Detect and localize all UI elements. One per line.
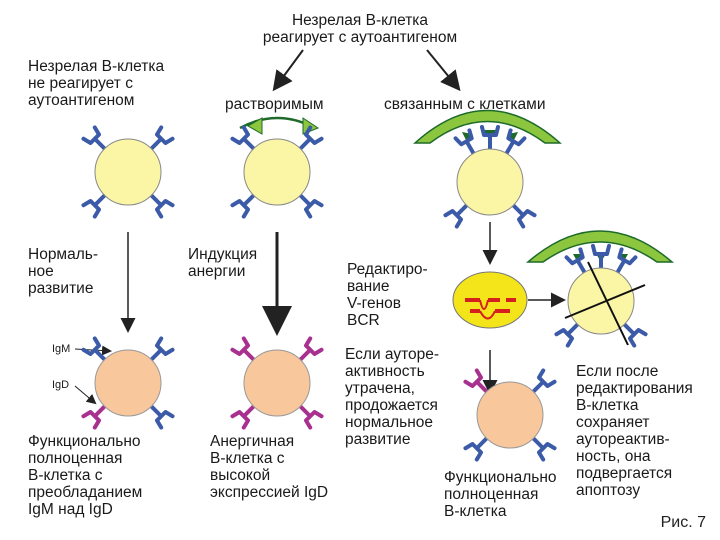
left-top-label: Незрелая B-клетка не реагирует с аутоант… [28, 58, 165, 109]
left-result-label: Функционально полноценная B-клетка с пре… [28, 433, 143, 518]
igm-label: IgM [52, 343, 71, 355]
top-right-arrow [426, 49, 461, 92]
immature-b-cell-cell-bound-antigen [413, 109, 562, 227]
figure-label: Рис. 7 [654, 512, 712, 534]
if-lost-label: Если ауторе- активность утрачена, продож… [345, 346, 440, 448]
if-kept-label: Если после редактирования B-клетка сохра… [576, 363, 693, 499]
header-title: Незрелая B-клетка реагирует с аутоантиге… [262, 12, 458, 46]
igd-pointer-arrow [74, 385, 97, 405]
top-left-arrow [272, 49, 304, 92]
anergic-b-cell-high-igd [232, 338, 321, 427]
editing-label: Редактиро- вание V-генов BCR [347, 261, 428, 329]
receptor-editing-nucleus [452, 271, 528, 329]
middle-process-label: Индукция анергии [188, 246, 258, 280]
middle-result-label: Анергичная B-клетка с высокой экспрессие… [210, 433, 329, 501]
left-process-label: Нормаль- ное развитие [28, 246, 98, 297]
right-top-label: связанным с клетками [384, 96, 546, 113]
immature-b-cell-unreactive [83, 127, 172, 216]
functional-b-cell-edited [465, 370, 554, 459]
right-result-label: Функционально полноценная B-клетка [444, 469, 557, 520]
functional-b-cell-igm-dominant [83, 338, 172, 427]
immature-b-cell-soluble-antigen [232, 116, 321, 217]
middle-top-label: растворимым [225, 96, 324, 113]
apoptotic-b-cell [525, 230, 675, 346]
igd-label: IgD [52, 379, 70, 391]
